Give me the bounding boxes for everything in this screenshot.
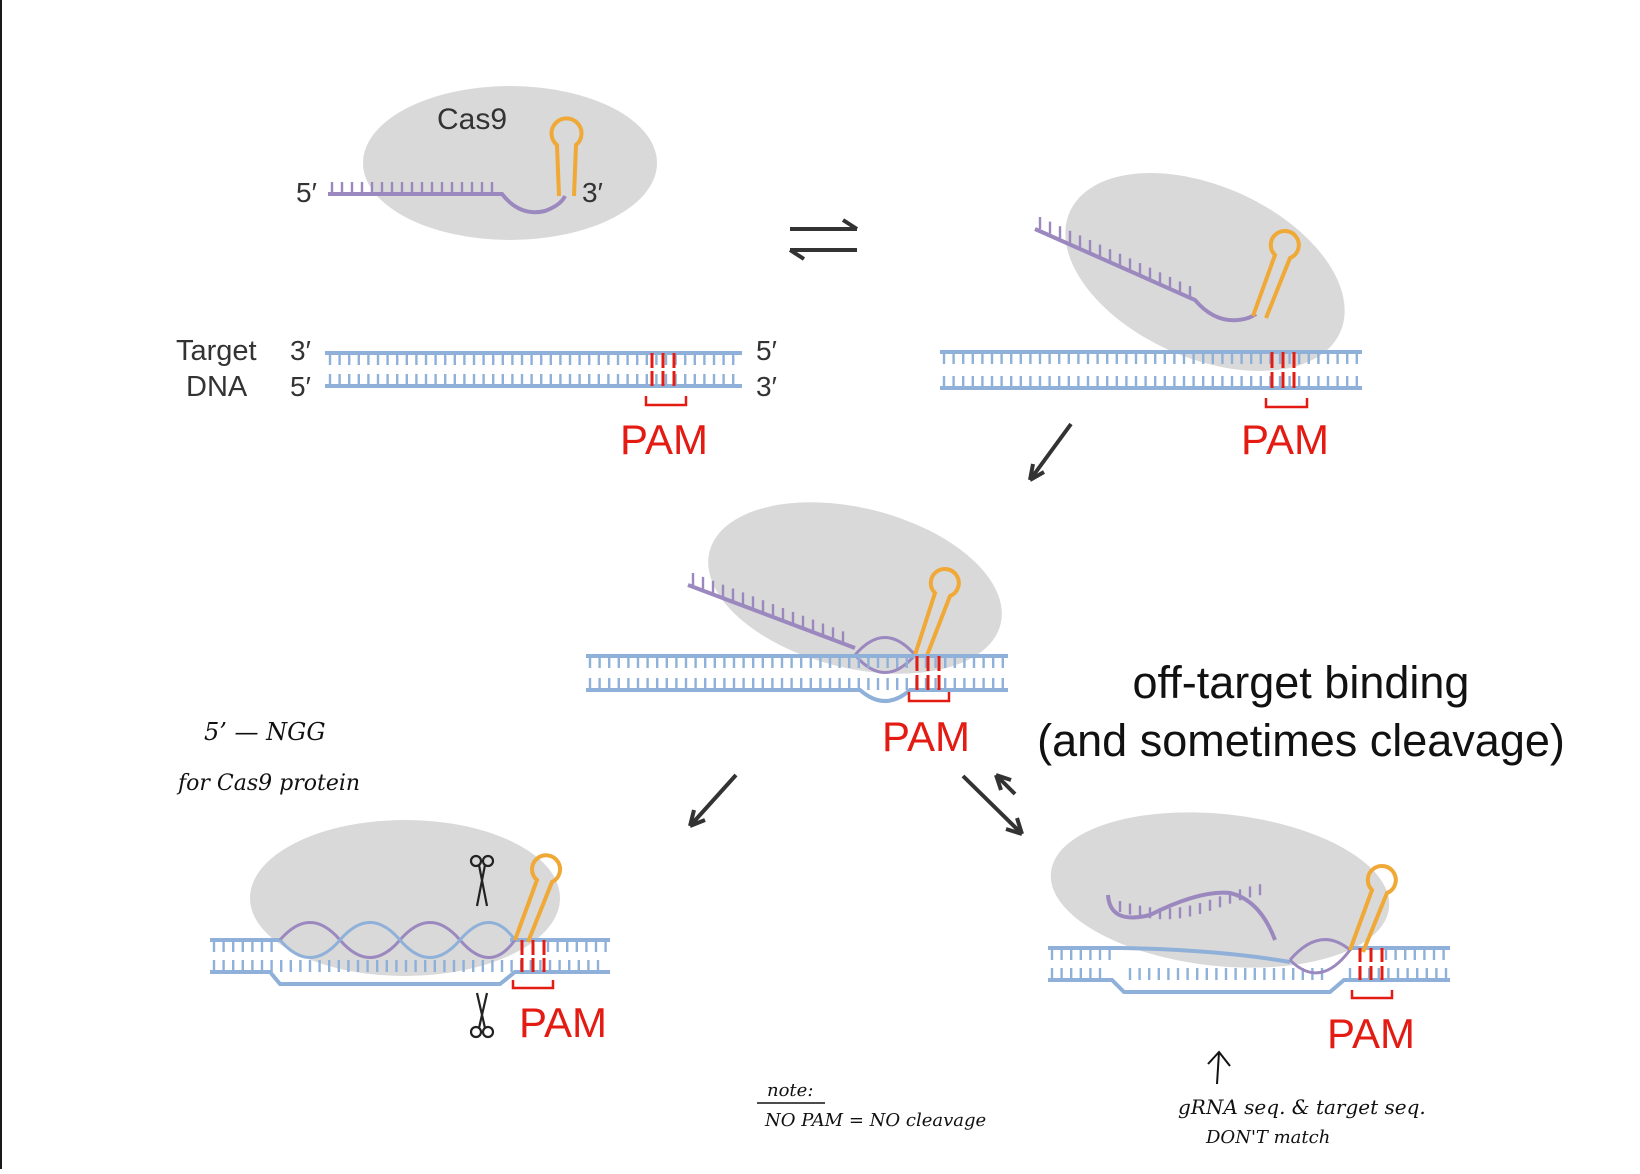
guide-rna-bases bbox=[330, 182, 494, 194]
r-loop-helix-4 bbox=[278, 921, 517, 959]
dna-bottom-bases-3 bbox=[588, 678, 1004, 690]
guide-rna-scaffold-4 bbox=[513, 853, 563, 943]
dna-top-bases bbox=[328, 353, 735, 365]
guide-rna-scaffold-2 bbox=[1251, 229, 1301, 319]
dna-top-bases-3 bbox=[588, 656, 1004, 668]
page-left-border bbox=[0, 0, 2, 1169]
dna-top-right-end: 5′ bbox=[756, 335, 777, 366]
dna-bottom-bases-4 bbox=[212, 960, 600, 972]
dna-top-bases-5b bbox=[1384, 948, 1445, 960]
guide-rna-scaffold bbox=[549, 116, 584, 197]
dna-bottom-strand-5 bbox=[1048, 978, 1450, 994]
guide-rna-scaffold-5 bbox=[1348, 864, 1398, 953]
pam-label-2: PAM bbox=[1241, 416, 1329, 463]
pam-bases-3 bbox=[915, 656, 941, 690]
pam-label-1: PAM bbox=[620, 416, 708, 463]
heteroduplex-5 bbox=[1288, 938, 1353, 975]
guide-rna-bases-3 bbox=[691, 573, 845, 644]
dna-bottom-bases-2 bbox=[942, 376, 1359, 388]
guide-rna-bases-2 bbox=[1038, 217, 1192, 299]
dna-displaced-strand-5 bbox=[1121, 946, 1291, 964]
pam-bracket-3 bbox=[907, 692, 951, 703]
dna-bottom-right-end: 3′ bbox=[756, 371, 777, 402]
dna-bottom-bases-5a bbox=[1050, 968, 1102, 980]
pam-bases-4 bbox=[520, 940, 546, 972]
scissors-icon bbox=[469, 992, 495, 1039]
cas9-protein bbox=[363, 86, 657, 240]
cas9-protein-2 bbox=[1065, 173, 1345, 371]
up-arrow-icon bbox=[1207, 1050, 1231, 1085]
guide-rna-bases-5 bbox=[1118, 884, 1262, 920]
dna-bottom-left-end: 5′ bbox=[290, 371, 311, 402]
pam-label-5: PAM bbox=[1327, 1010, 1415, 1057]
dna-top-bases-5a bbox=[1050, 948, 1111, 960]
pam-bracket-5 bbox=[1350, 990, 1394, 1000]
cas9-protein-3 bbox=[708, 502, 1002, 674]
arrows-to-step5 bbox=[961, 773, 1024, 836]
note-mismatch-line1: gRNA seq. & target seq. bbox=[1178, 1095, 1426, 1119]
pam-label-3: PAM bbox=[882, 713, 970, 760]
note-heading: note: bbox=[767, 1080, 813, 1101]
pam-label-4: PAM bbox=[519, 999, 607, 1046]
note-no-pam: NO PAM = NO cleavage bbox=[764, 1110, 986, 1131]
step5-mismatch: PAM bbox=[1048, 812, 1450, 1057]
arrow-to-step4 bbox=[688, 773, 738, 828]
scissors-icon bbox=[469, 854, 495, 907]
arrow-to-step3 bbox=[1028, 422, 1073, 482]
dna-label: DNA bbox=[186, 371, 248, 403]
step1-target-dna: Target DNA 3′ 5′ 5′ 3′ PAM bbox=[176, 335, 777, 463]
equilibrium-arrows bbox=[788, 218, 859, 261]
dna-top-bases-2 bbox=[942, 352, 1359, 364]
step1-cas9-complex: Cas9 5′ 3′ bbox=[296, 86, 657, 240]
guide-rna-scaffold-3 bbox=[913, 567, 961, 659]
dna-bottom-bases-5 bbox=[1128, 968, 1324, 980]
step4-cleavage: PAM bbox=[210, 820, 610, 1046]
pam-bases-2 bbox=[1270, 352, 1296, 388]
pam-bracket bbox=[644, 396, 688, 407]
dna-top-bases-4b bbox=[546, 940, 607, 952]
guide-rna-strand-5 bbox=[1106, 890, 1277, 941]
pam-bases-5 bbox=[1358, 948, 1384, 980]
pam-bases bbox=[650, 353, 676, 386]
dna-bottom-bases bbox=[328, 374, 735, 386]
step3-r-loop: PAM bbox=[586, 502, 1008, 760]
dna-top-bases-4a bbox=[212, 940, 273, 952]
target-label: Target bbox=[176, 335, 257, 367]
dna-top-left-end: 3′ bbox=[290, 335, 311, 366]
cas9-label: Cas9 bbox=[437, 103, 507, 136]
rna-5prime-label: 5′ bbox=[296, 177, 317, 208]
dna-bottom-strand-3 bbox=[586, 688, 1008, 703]
note-5prime-ngg: 5’ — NGG bbox=[204, 718, 326, 746]
cas9-protein-5 bbox=[1050, 812, 1390, 968]
note-for-cas9: for Cas9 protein bbox=[176, 771, 360, 796]
guide-rna-strand bbox=[328, 192, 567, 215]
step2-scanning: PAM bbox=[940, 173, 1362, 463]
off-target-line2: (and sometimes cleavage) bbox=[1037, 715, 1565, 766]
guide-rna-strand-3 bbox=[687, 583, 856, 650]
pam-bracket-2 bbox=[1264, 398, 1309, 409]
rna-3prime-label: 3′ bbox=[582, 177, 603, 208]
pam-bracket-4 bbox=[511, 980, 555, 990]
note-mismatch-line2: DON'T match bbox=[1205, 1127, 1330, 1148]
off-target-line1: off-target binding bbox=[1133, 657, 1470, 708]
